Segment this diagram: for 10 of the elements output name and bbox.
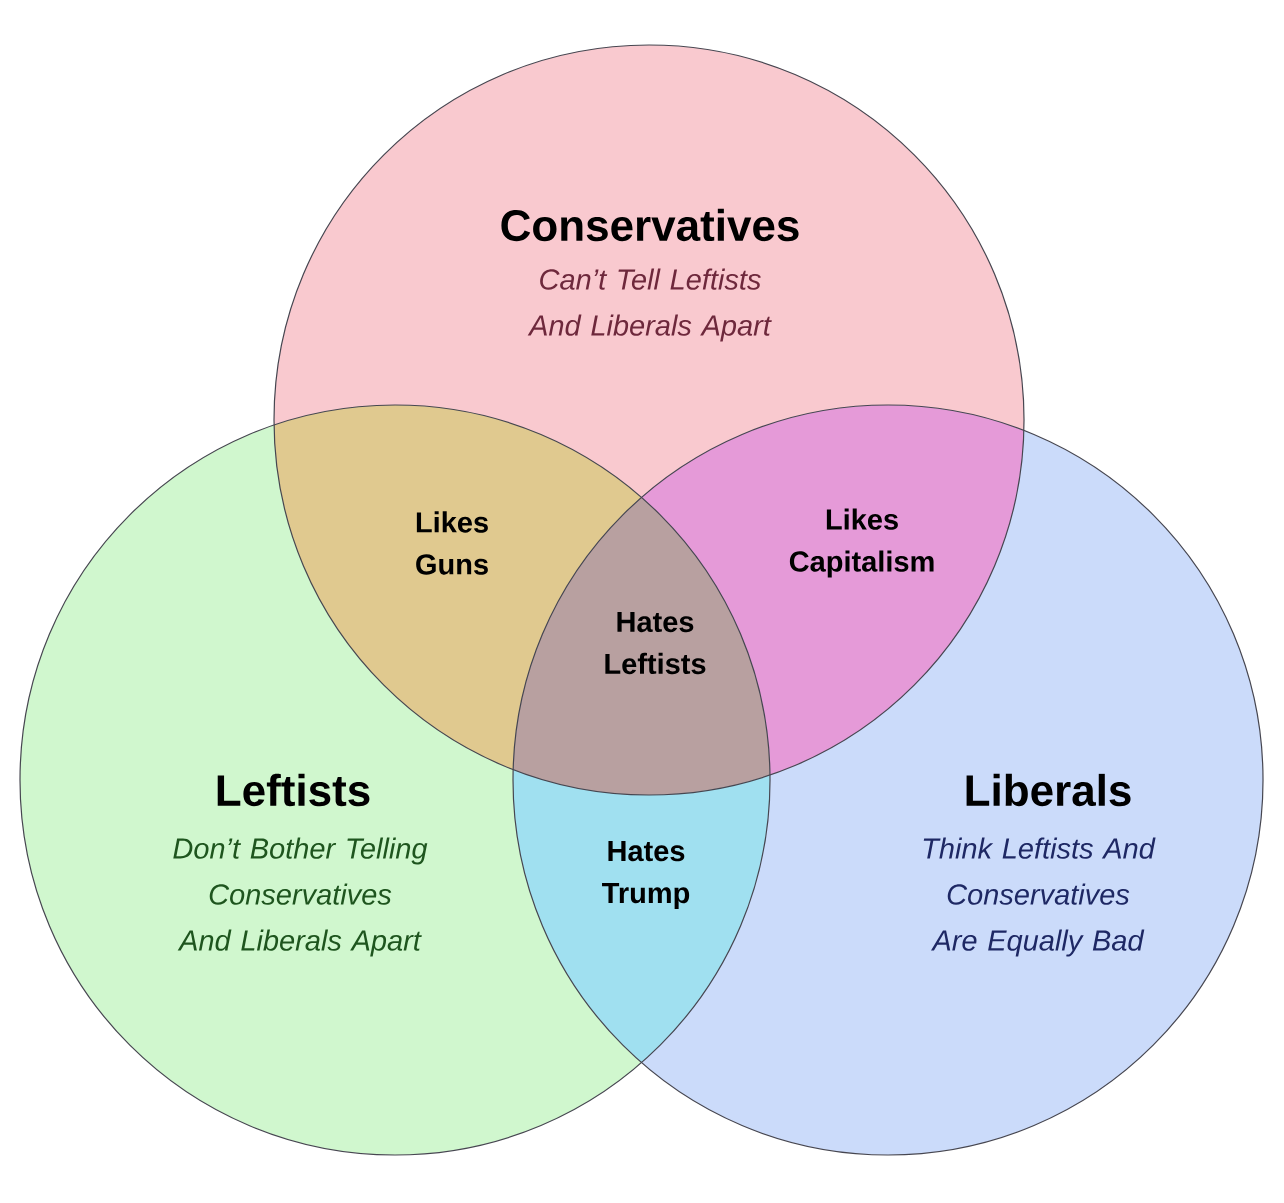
region-label: Likes Guns [416, 511, 488, 575]
circle-title: Liberals [966, 773, 1131, 807]
circle-subtitle: Can’t Tell Leftists And Liberals Apart [527, 268, 772, 342]
region-label: Hates Trump [602, 841, 690, 909]
circle-title: Leftists [217, 773, 370, 807]
region-label: Likes Capitalism [789, 508, 934, 578]
circle-subtitle: Think Leftists And Conservatives Are Equally Bad [923, 837, 1156, 957]
circle-subtitle: Don’t Bother Telling Conservatives And Liberals Apart [173, 837, 428, 957]
region-label: Hates Leftists [605, 611, 706, 675]
circle-title: Conservatives [501, 208, 799, 242]
